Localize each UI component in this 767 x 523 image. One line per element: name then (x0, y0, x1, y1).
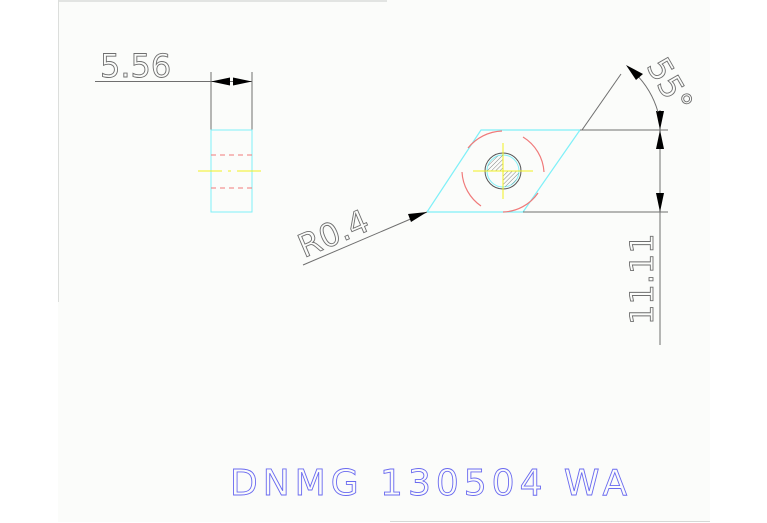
radius-leader (302, 211, 428, 266)
radius-label: R0.4 (292, 202, 374, 266)
thickness-label: 5.56 (100, 47, 171, 85)
canvas-edge-top (58, 0, 387, 2)
canvas-edge-left (58, 0, 59, 302)
arrow-icon (656, 130, 664, 149)
hidden-arc (467, 130, 503, 149)
drawing-canvas (58, 0, 710, 522)
arrow-icon (233, 77, 252, 86)
hidden-arc (522, 136, 545, 173)
side-view: 5.56 (95, 47, 265, 213)
arrow-icon (211, 77, 230, 86)
angle-label: 55° (639, 51, 700, 119)
arrow-icon (656, 193, 664, 212)
arrow-icon (408, 212, 427, 222)
angle-ext-line (581, 73, 622, 131)
hatch-quadrant (503, 171, 519, 187)
height-label: 11.11 (623, 233, 661, 325)
arrow-icon (656, 111, 664, 130)
arrow-icon (626, 65, 643, 80)
canvas-edge-bottom (390, 521, 710, 522)
hidden-arc (502, 192, 539, 213)
hatch-quadrant (487, 155, 503, 171)
insert-designation: DNMG 130504 WA (230, 463, 632, 504)
hidden-arc (461, 171, 482, 207)
top-view: 11.11 55° R0.4 (292, 51, 701, 345)
